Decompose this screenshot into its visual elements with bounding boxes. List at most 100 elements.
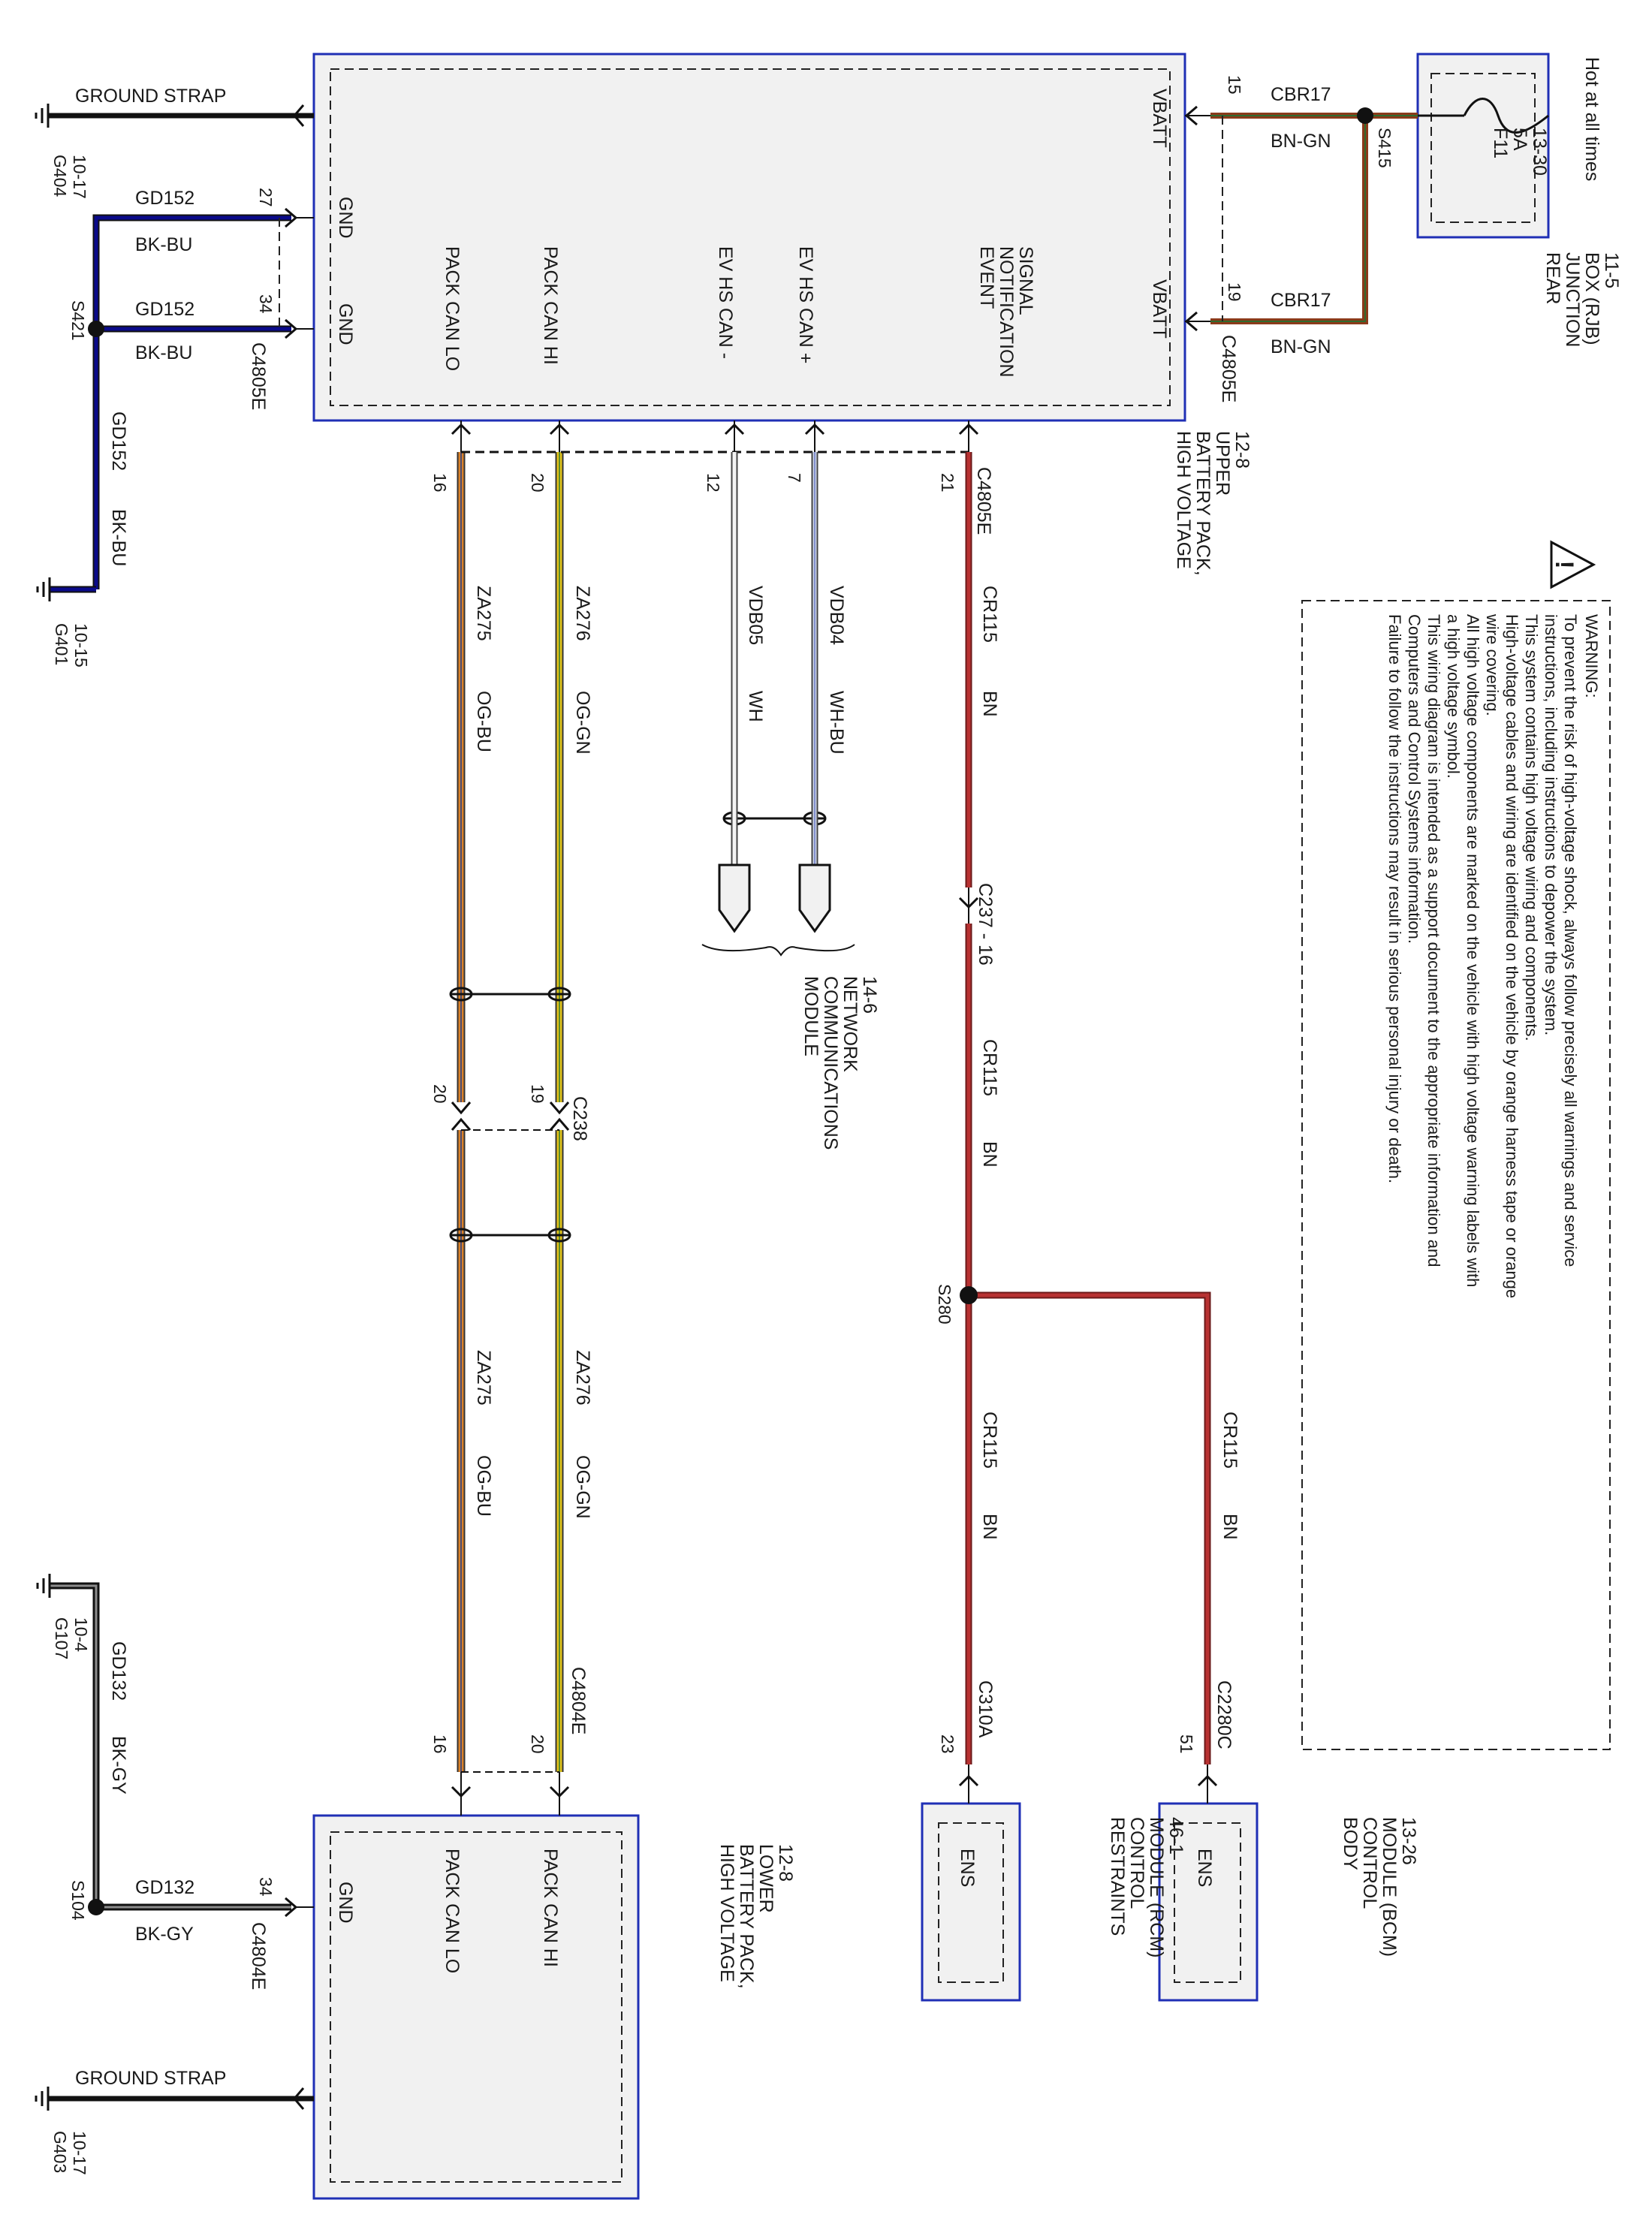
connector-c4804e-can: C4804E: [568, 1667, 589, 1734]
hvbp-upper-name: HIGH VOLTAGEBATTERY PACK,UPPER12-8: [1173, 431, 1253, 576]
splice-s421: S421: [68, 300, 88, 341]
wire-cr115-circuit-c: CR115: [979, 1412, 1000, 1469]
pin-vbatt-2: VBATT: [1149, 279, 1170, 339]
network-brace: [701, 944, 855, 957]
wire-za276-circuit-b: ZA276: [572, 1350, 593, 1406]
wire-cr115-circuit-b: CR115: [979, 1039, 1000, 1096]
pin-num-19: 19: [1225, 282, 1244, 302]
warning-line: instructions, including instructions to …: [1542, 614, 1560, 1035]
wire-cr115-color-c: BN: [979, 1514, 1000, 1540]
fuse-f11-label: F115A13-30: [1490, 128, 1550, 176]
rear-junction-box: [1416, 53, 1550, 239]
warning-line: Failure to follow the instructions may r…: [1385, 614, 1404, 1183]
pin-num-20-upper: 20: [528, 473, 547, 493]
network-connector-icons: [718, 863, 831, 933]
wire-cbr17-circuit-bot: CBR17: [1271, 290, 1331, 311]
pack-can-wires-lower: [457, 1130, 564, 1772]
wire-gd132-color-a: BK-GY: [108, 1736, 129, 1795]
hvbp-lower-name: HIGH VOLTAGEBATTERY PACK,LOWER12-8: [716, 1844, 796, 1989]
warning-line: a high voltage symbol.: [1444, 614, 1463, 779]
splice-s280-dot: [960, 1286, 978, 1304]
ground-g404: G40410-17: [50, 155, 89, 199]
wire-za275-color-a: OG-BU: [473, 691, 494, 752]
wire-vdb04-color: WH-BU: [826, 691, 847, 755]
warning-line: High-voltage cables and wiring are ident…: [1503, 614, 1521, 1298]
wire-vdb05-color: WH: [745, 691, 766, 722]
cbr17-wires: [1210, 113, 1418, 324]
ground-g403: G40310-17: [50, 2131, 89, 2175]
wire-gd152-color-c: BK-BU: [108, 509, 129, 566]
warning-line: All high voltage components are marked o…: [1464, 614, 1482, 1287]
ev-hs-can-wires: [731, 452, 818, 865]
twisted-pair-markers: [449, 811, 827, 1243]
pin-num-12: 12: [704, 473, 723, 493]
pin-event-notification: EVENTNOTIFICATIONSIGNAL: [976, 246, 1036, 378]
wire-vdb04-circuit: VDB04: [826, 586, 847, 645]
pin-num-16-lower: 16: [430, 1734, 450, 1754]
warning-triangle-icon: !: [1550, 540, 1596, 589]
warning-line: Computers and Control Systems informatio…: [1405, 614, 1424, 944]
gd152-wires: [50, 214, 291, 593]
wire-gd152-circuit-c: GD152: [108, 411, 129, 471]
connector-c4805e-gnd: C4805E: [248, 342, 269, 410]
hv-battery-pack-lower: [312, 1814, 640, 2200]
wire-cr115-color-b: BN: [979, 1141, 1000, 1168]
wire-za276-color-b: OG-GN: [572, 1455, 593, 1519]
connector-c4804e-gnd: C4804E: [248, 1922, 269, 1990]
module-pin-arrows: [958, 1764, 1218, 1804]
wire-gd132-color-b: BK-GY: [135, 1924, 194, 1945]
pin-ev-hs-can-minus: EV HS CAN -: [715, 246, 736, 359]
restraints-control-module: [921, 1802, 1021, 2002]
pin-num-34-lower: 34: [256, 1877, 276, 1897]
pin-pack-can-hi-upper: PACK CAN HI: [540, 246, 561, 365]
rcm-name: RESTRAINTSCONTROLMODULE (RCM)46-1: [1107, 1817, 1186, 1958]
bcm-pin-ens: ENS: [1194, 1849, 1215, 1887]
pin-num-16-upper: 16: [430, 473, 450, 493]
pin-num-23: 23: [938, 1734, 957, 1754]
pin-num-20-lower: 20: [528, 1734, 547, 1754]
pin-gnd-2: GND: [335, 303, 356, 345]
connector-c310a: C310A: [975, 1680, 996, 1738]
bcm-name: BODYCONTROLMODULE (BCM)13-26: [1340, 1817, 1419, 1957]
upper-pack-pin-arrows: [451, 420, 979, 454]
connector-c237: C237 - 16: [975, 883, 996, 966]
splice-s415-dot: [1357, 107, 1373, 124]
warning-line: This system contains high voltage wiring…: [1522, 614, 1541, 1041]
pin-num-27: 27: [256, 188, 276, 207]
c237-connector: [958, 887, 979, 924]
wire-cr115-circuit-a: CR115: [979, 586, 1000, 643]
pin-gnd-1: GND: [335, 197, 356, 239]
wire-vdb05-circuit: VDB05: [745, 586, 766, 645]
wire-gd152-circuit-a: GD152: [135, 188, 194, 209]
cr115-wires: [965, 452, 1211, 1764]
connector-c4805e-vbatt: C4805E: [1218, 335, 1239, 402]
pin-num-34-upper: 34: [256, 294, 276, 314]
c238-connector: [451, 1101, 570, 1131]
pin-ev-hs-can-plus: EV HS CAN +: [795, 246, 816, 363]
splice-s415: S415: [1375, 128, 1394, 168]
wire-gd152-color-b: BK-BU: [135, 342, 192, 363]
splice-s104-dot: [88, 1899, 104, 1915]
wire-za276-color-a: OG-GN: [572, 691, 593, 755]
ground-strap-label-bottom: GROUND STRAP: [75, 2068, 226, 2089]
connector-c238: C238: [569, 1096, 590, 1141]
wire-cbr17-color-top: BN-GN: [1271, 131, 1331, 152]
ground-strap-label-top: GROUND STRAP: [75, 86, 226, 107]
warning-title: WARNING:: [1582, 614, 1601, 698]
connector-c4805e-event: C4805E: [973, 467, 994, 535]
wire-gd152-circuit-b: GD152: [135, 299, 194, 320]
ground-strap-arrow-bottom: [293, 2087, 305, 2110]
pack-can-wires-upper: [457, 452, 564, 1102]
rjb-name: REARJUNCTIONBOX (RJB)11-5: [1542, 252, 1622, 347]
wire-cr115-color-a: BN: [979, 691, 1000, 717]
splice-s421-dot: [88, 321, 104, 337]
wire-cr115-color-d: BN: [1219, 1514, 1241, 1540]
hv-battery-pack-upper: [312, 53, 1186, 422]
rjb-hot-label: Hot at all times: [1581, 57, 1602, 181]
pin-num-15: 15: [1225, 75, 1244, 95]
wire-cr115-circuit-d: CR115: [1219, 1412, 1241, 1469]
wire-za275-color-b: OG-BU: [473, 1455, 494, 1517]
mcn-name: MODULECOMMUNICATIONSNETWORK14-6: [800, 976, 880, 1150]
warning-line: To prevent the risk of high-voltage shoc…: [1561, 614, 1580, 1267]
